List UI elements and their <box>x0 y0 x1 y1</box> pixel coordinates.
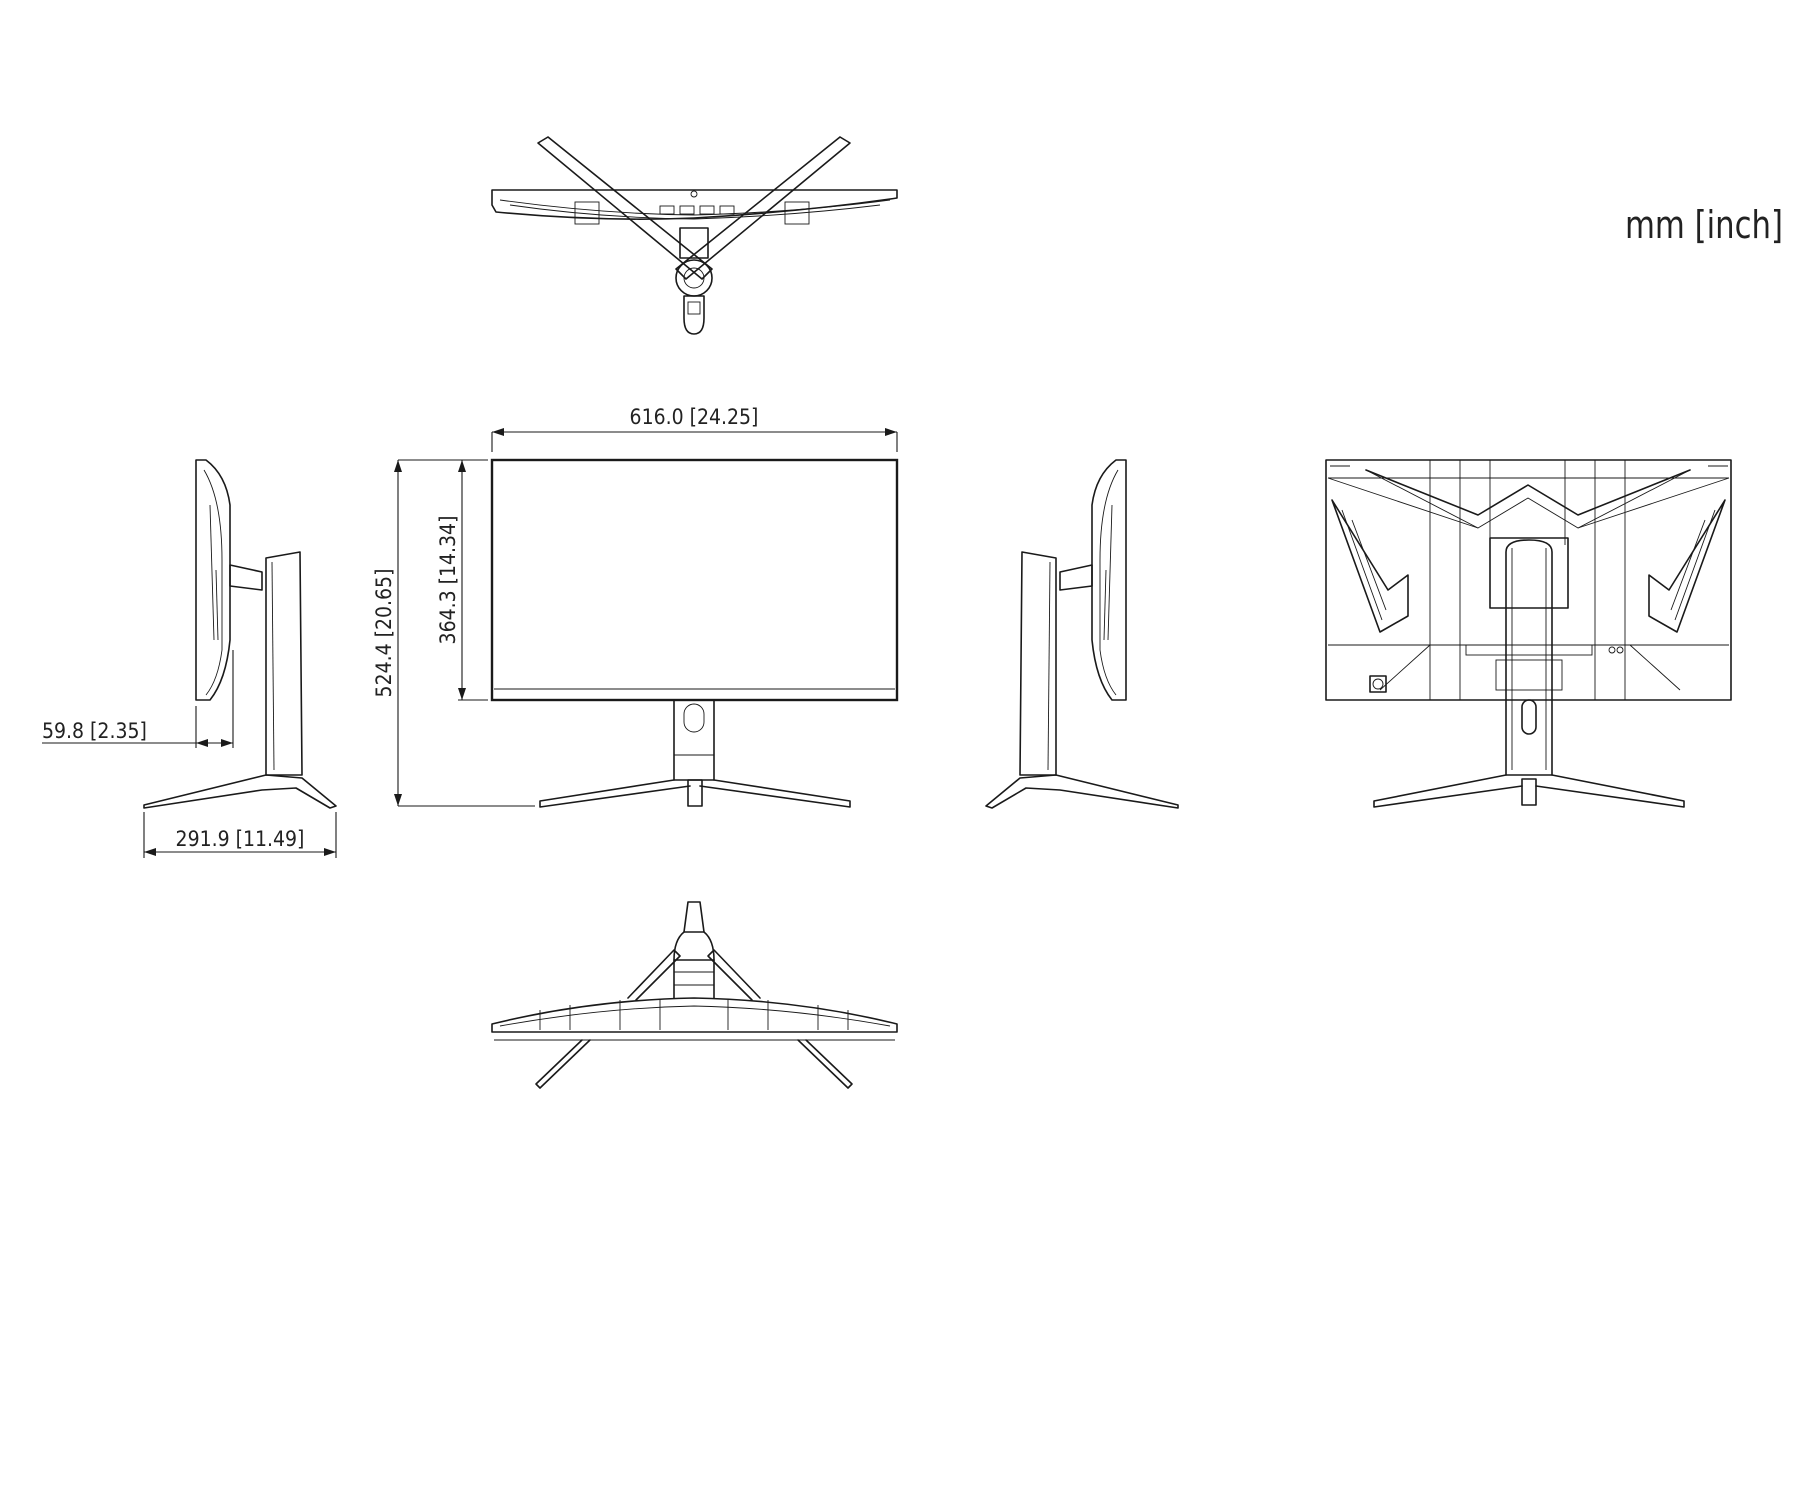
rear-view <box>1325 459 1732 808</box>
dimension-total-height: 524.4 [20.65] <box>372 459 535 807</box>
dimension-panel-height: 364.3 [14.34] <box>436 459 488 701</box>
dim-panel-height-label: 364.3 [14.34] <box>436 516 460 645</box>
dim-depth-panel-label: 59.8 [2.35] <box>42 719 147 743</box>
left-side-view <box>143 459 337 809</box>
bottom-view <box>491 901 898 1089</box>
top-view <box>491 136 898 335</box>
dim-width-label: 616.0 [24.25] <box>630 405 759 429</box>
dim-total-height-label: 524.4 [20.65] <box>372 569 396 698</box>
dim-depth-base-label: 291.9 [11.49] <box>176 827 305 851</box>
dimension-depth-base: 291.9 [11.49] <box>143 812 337 858</box>
dimension-depth-panel: 59.8 [2.35] <box>42 650 234 748</box>
right-side-view <box>985 459 1179 809</box>
dimension-width: 616.0 [24.25] <box>491 405 898 452</box>
front-view <box>490 458 899 808</box>
units-label: mm [inch] <box>1625 203 1783 247</box>
